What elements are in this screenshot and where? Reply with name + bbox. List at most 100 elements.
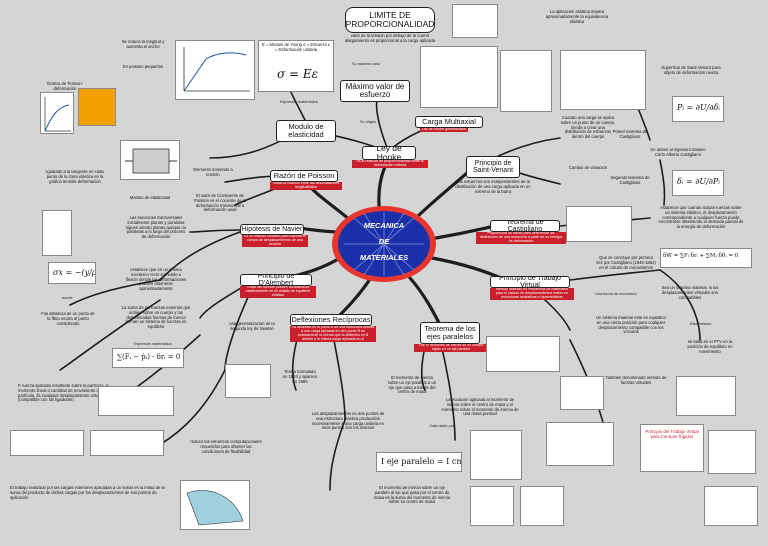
saint-desc: Los esfuerzos son independientes de la d… [455,180,531,194]
center-title-3: MATERIALES [359,254,409,262]
ejes-figure [486,336,560,372]
maximo-node[interactable]: Máximo valor de esfuerzo [340,80,410,102]
deflexiones-sub: La deflexión en el punto A de una estruc… [290,326,376,342]
generalizacion-note: una generalización de la segunda ley de … [229,322,275,331]
wire-ejes [408,276,442,327]
una-forma-note: Una forma de enunciarlo [595,292,637,296]
trabajo-ext-note: El trabajo realizado por las cargas exte… [10,486,165,500]
modulo-formula-card: E = Modulo de Young σ = Esfuerzo ε = Def… [258,40,334,92]
carga-figure [420,46,498,108]
saint-desc2: Cuando una carga se aplica sobre un punt… [560,116,616,140]
trabajo-node[interactable]: Principio de Trabajo Virtual [490,276,570,288]
puntos-note: El momento de inercia sobre un eje paral… [387,376,437,395]
reducir-note: reducir los esfuerzos computacionales re… [190,440,262,454]
trabajo-fig-4 [708,430,756,474]
maximo-note2: Su origen [360,120,377,124]
maximo-note: Su máximo valor [352,62,381,66]
trabajo-fig-1 [560,376,604,410]
center-title-1: MECANICA [363,222,405,230]
limite-node[interactable]: LIMITE DE PROPORCIONALIDAD [345,7,435,33]
beam-figure-1 [10,430,84,456]
dalembert-graph [98,386,174,416]
desplaz-note: Los desplazamientos en dos puntos de una… [311,412,385,431]
hooke-sub: Es la relación de proporcionalidad entre… [352,160,428,168]
navier-figure [42,210,72,256]
center-title-2: DE [378,238,390,246]
equilibrio-note: se basa en el PTV en la posición de equi… [687,340,733,354]
dalembert-formula-card: ∑(Fᵢ − ṗᵢ) · δrᵢ = 0 [112,348,184,368]
navier-eq-desc: establece que en un prisma mecánico rect… [125,268,187,292]
modulo-label: Módulo de elasticidad [129,196,171,200]
este-modo-note: Este método [690,322,712,326]
aplicacion-note: La aplicación estática implica aproximad… [545,10,609,24]
dalembert-sub: Todas las fuerzas pueden considerarse es… [240,286,316,298]
modulo-formula: σ = Eε [277,67,319,81]
ecuacion-note: La ecuación aplicada al momento de inerc… [441,398,519,417]
modulo-exp-label: Expresión matemática [280,100,318,104]
cube-figure [78,88,116,126]
modulo-graph [175,40,255,100]
primer-note: Primer teorema de Castigliano [612,130,648,139]
center-node [332,206,436,282]
tangente-note: Igualado a la tangente en cada punto de … [46,170,104,184]
castigliano-sub: Proporciona un medio para determinar las… [476,232,566,244]
trabajo-fig-2 [676,376,736,416]
navier-formula-card: σx = −(y/ρ) [48,262,96,284]
castigliano-formula-2: δᵢ = ∂U/∂Pᵢ [672,170,724,196]
saint-figure-1 [452,4,498,38]
ejes-node[interactable]: Teorema de los ejes paralelos [420,322,480,344]
ejes-sub: Fue el momento de inercia de un cuerpo r… [414,344,488,352]
navier-sub: Es un método utilizado para calcular el … [242,235,308,247]
suma-note: El momento de inercia sobre un eje paral… [373,486,451,505]
utilizado-note: También denominado método de fuerzas vir… [605,376,667,385]
longitud-note: Se reduce la longitud y aumenta el ancho [121,40,165,49]
poisson-node[interactable]: Razón de Poisson [270,170,338,182]
hooke-node[interactable]: Ley de Hooke [362,146,416,160]
poisson-desc: El valor de Coeficiente de Poisson es el… [194,194,246,213]
castigliano-formula-1: Pᵢ = ∂U/∂δᵢ [672,96,724,122]
ingeniero-note: Se deben al ingeniero italiano Carlo Alb… [650,148,706,157]
dalembert-desc: La suma de las fuerzas externas que actú… [121,306,191,330]
modulo-node[interactable]: Modulo de elasticidad [276,120,336,142]
castigliano-node[interactable]: Teorema de Castigliano [490,220,560,232]
navier-node[interactable]: Hipótesis de Navier [240,224,304,235]
ejes-fig-2 [470,486,514,526]
carga-node[interactable]: Carga Multiaxial [415,116,483,128]
mismo-note: Que se concluye por primera vez por Cast… [596,256,656,270]
saint-figure-3 [560,50,646,110]
ejes-shape [470,430,522,480]
fila-note: Fila distancia de un punto de la fibra n… [41,312,95,326]
poisson-elemento: Elemento sometido a tensión [193,168,233,177]
isotropico-note: Sea un sistema material, si los desplaza… [661,286,719,300]
cambio-note: Cambio de variación [568,166,608,170]
poisson-sub: Indica la relación entre las deformacion… [270,182,342,190]
saint-node[interactable]: Principio de Saint-Venant [466,156,520,178]
ejes-fig-3 [520,486,564,526]
trabajo-fig-5 [704,486,758,526]
limite-desc: valor de la tension por debajo de la cua… [344,34,436,43]
carga-sub: Ley de Hooke generalizada [420,128,468,132]
dato-note: Dato dado por [430,424,455,428]
deflexiones-node[interactable]: Deflexiones Recíprocas [290,314,372,326]
poisson-figure [120,140,180,180]
trabajo-condition: Un sistema material está en equilibrio e… [596,316,666,335]
trabajo-fig-3 [546,422,614,466]
navier-desc: Las secciones transversales inicialmente… [125,216,187,240]
dalembert-node[interactable]: Principio de D'Alembert [240,274,312,286]
saint-figure-2 [500,50,552,112]
trabajo-caption-card: Principio del Trabajo Virtual para Cuerp… [640,424,704,472]
castigliano-figure [566,206,632,242]
dalembert-figure [225,364,271,398]
ejes-formula-card: I eje paralelo = I cm + Md² [376,452,462,472]
graph-figure [40,92,74,134]
dalembert-formula-label: Expresión matemática [134,342,172,346]
superficie-note: Superficie de Saint-Venant para objeto d… [661,66,721,75]
donde-note: donde [62,296,73,300]
segundo-note: Segundo teorema de Castigliano [610,176,650,185]
poisson-peq-note: En poisson pequeños [122,65,164,69]
estable-note: establece que cuando actúan fuerzas sobr… [658,206,744,230]
trabajo-sub: Método utilizado en resistencia de mater… [490,288,574,300]
grafica-note: Gráfica de Tensión-deformación [46,82,84,91]
